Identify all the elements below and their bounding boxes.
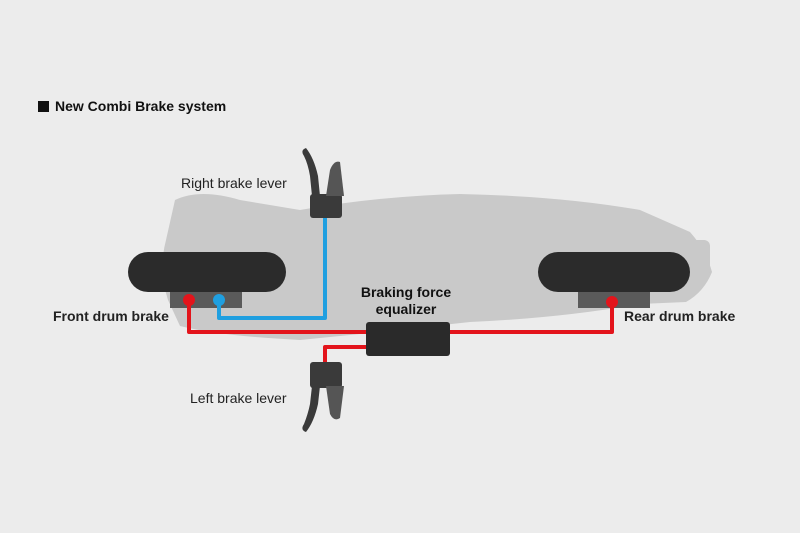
equalizer-label-line2: equalizer <box>375 301 437 317</box>
rear-combined-fitting <box>606 296 618 308</box>
diagram-title: New Combi Brake system <box>38 98 226 114</box>
front-line-fitting <box>213 294 225 306</box>
left-brake-lever <box>302 362 344 432</box>
front-drum-brake-label: Front drum brake <box>53 308 169 324</box>
title-text: New Combi Brake system <box>55 98 227 114</box>
rear-tire <box>538 252 690 292</box>
front-tire <box>128 252 286 292</box>
left-brake-lever-label: Left brake lever <box>190 390 287 406</box>
braking-force-equalizer <box>366 322 450 356</box>
title-bullet <box>38 100 49 112</box>
left-lever-line <box>323 345 366 368</box>
front-drum <box>170 292 242 308</box>
equalizer-label-line1: Braking force <box>360 284 452 300</box>
equalizer-label: Braking force equalizer <box>348 284 464 318</box>
front-brake-line <box>217 215 327 320</box>
front-combined-fitting <box>183 294 195 306</box>
right-brake-lever <box>302 148 344 218</box>
rear-drum-brake-label: Rear drum brake <box>624 308 736 324</box>
right-brake-lever-label: Right brake lever <box>181 175 287 191</box>
